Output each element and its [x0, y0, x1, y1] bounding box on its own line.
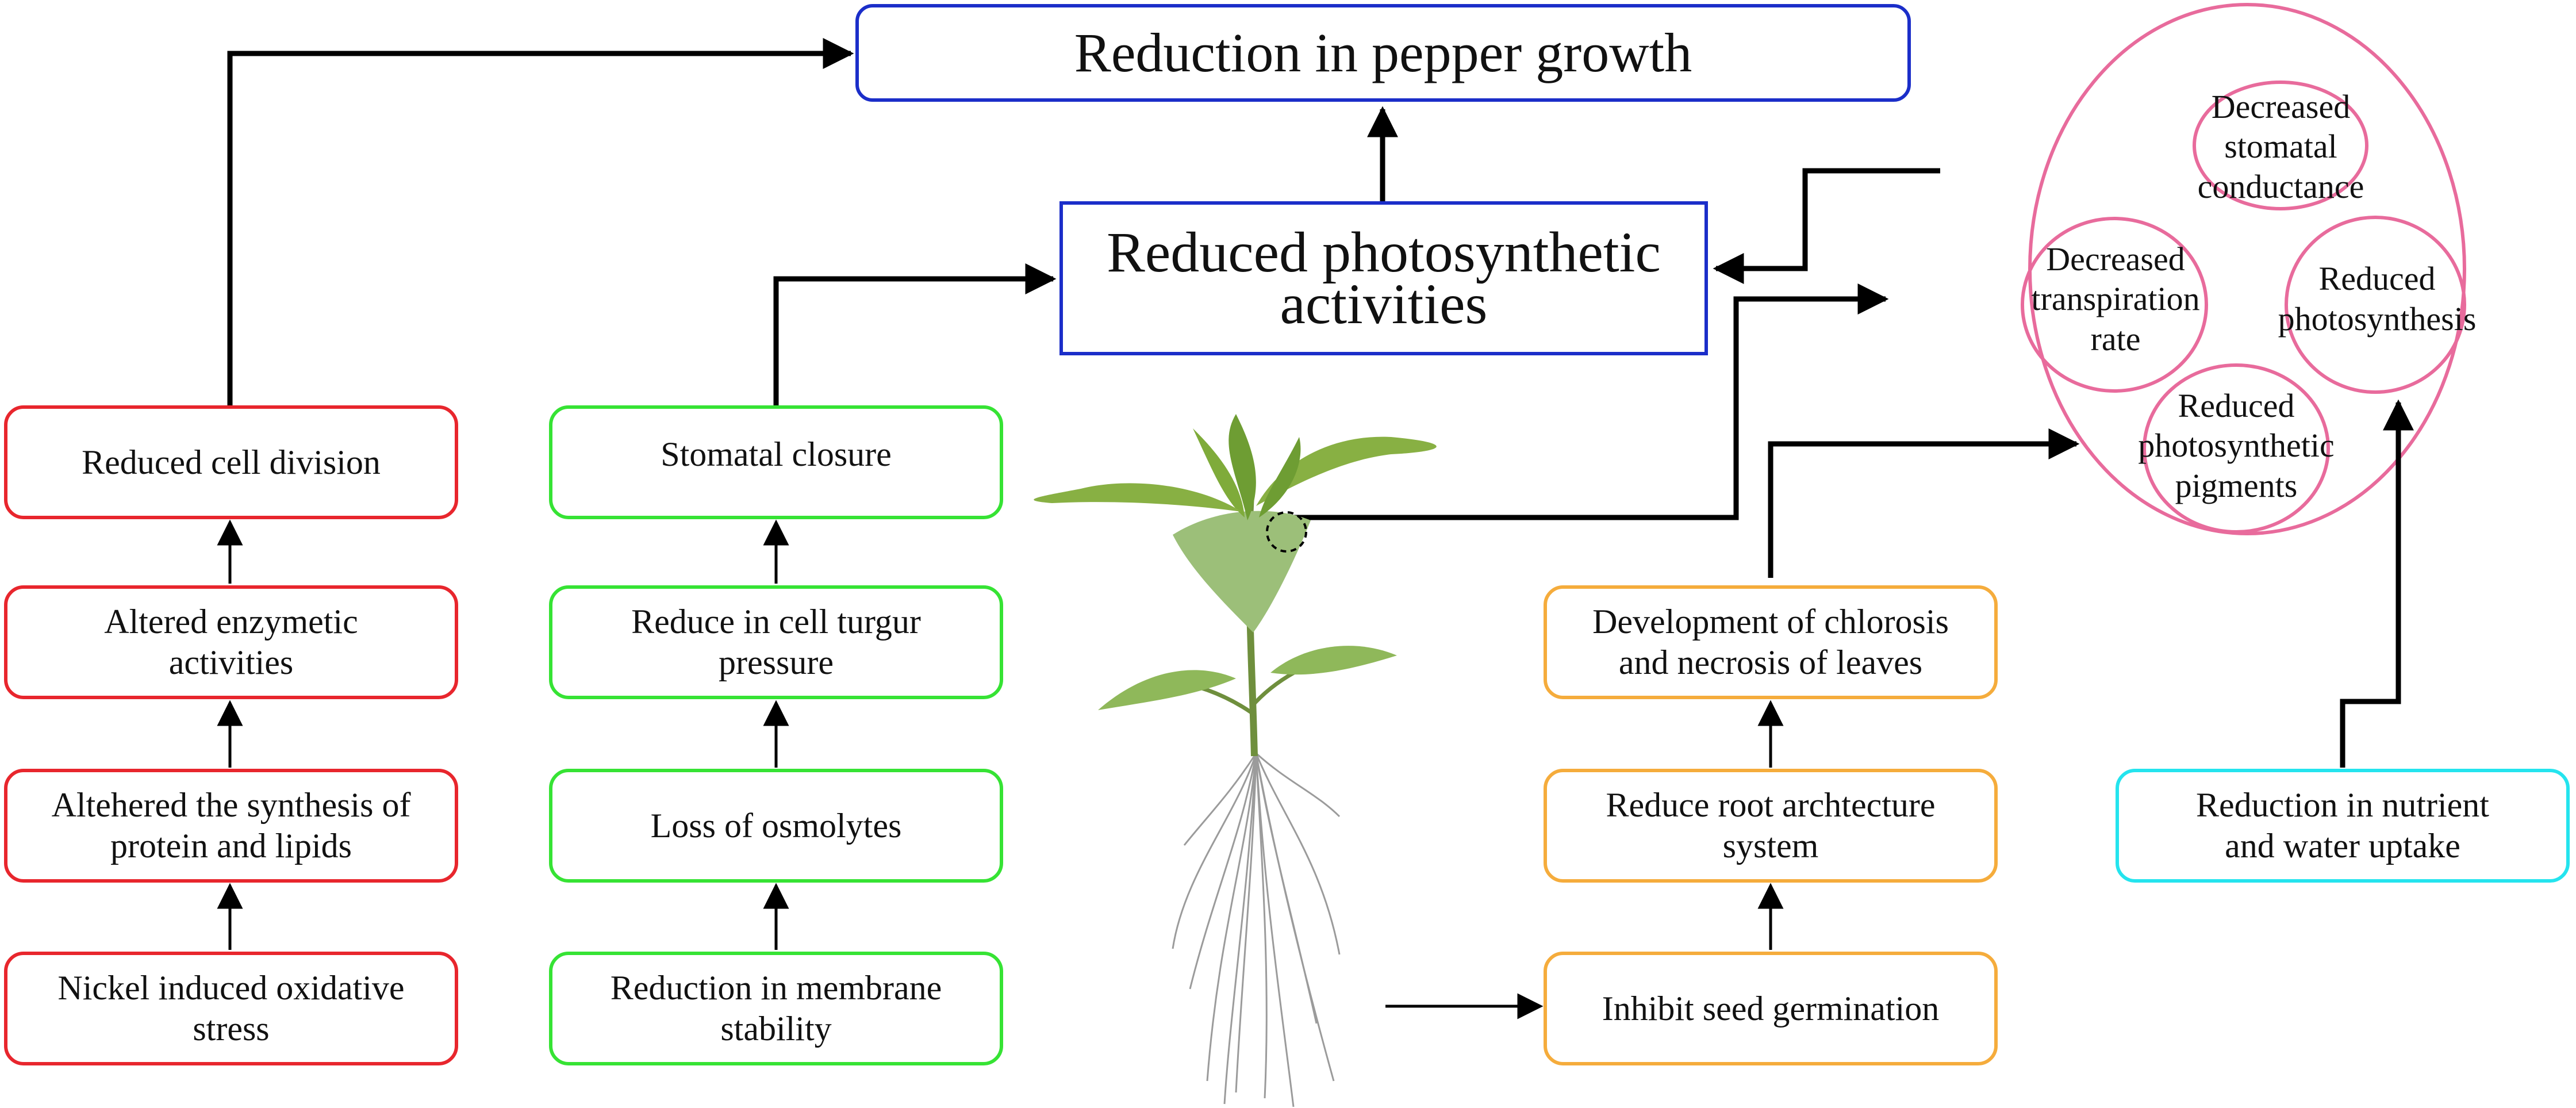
red-box-synthesis: Altehered the synthesis of protein and l… [4, 769, 458, 883]
oval-pigments-label: Reduced photosynthetic pigments [2138, 386, 2335, 504]
pepper-plant-icon [1034, 414, 1437, 1107]
orange-box-root-architecture: Reduce root archtecture system [1544, 769, 1998, 883]
oval-transpiration-label: Decreased transpiration rate [2031, 240, 2200, 358]
oval-stomatal [2193, 80, 2368, 210]
arrow-plant-to-ellipse [1293, 283, 1889, 520]
cyan-box-nutrient-uptake: Reduction in nutrient and water uptake [2116, 769, 2570, 883]
orange-box-seed-germination: Inhibit seed germination [1544, 952, 1998, 1065]
roots-icon [1172, 752, 1341, 1107]
arrow-stomatal-closure-to-photo [773, 263, 1057, 405]
red-box-oxidative-stress: Nickel induced oxidative stress [4, 952, 458, 1065]
green-box-osmolytes: Loss of osmolytes [549, 769, 1003, 883]
arrow-ellipse-to-photo [1713, 168, 1940, 284]
photosynthetic-activities-box: Reduced photosynthetic activities [1059, 201, 1708, 355]
oval-photosynthesis [2285, 216, 2466, 394]
oval-photosynthesis-label: Reduced photosynthesis [2278, 260, 2477, 338]
photosynthesis-effects-cluster [2021, 3, 2466, 535]
red-box-cell-division: Reduced cell division [4, 405, 458, 519]
oval-stomatal-label: Decreased stomatal conductance [2197, 87, 2364, 205]
orange-box-chlorosis: Development of chlorosis and necrosis of… [1544, 585, 1998, 699]
oval-pigments [2143, 363, 2330, 534]
pepper-growth-box: Reduction in pepper growth [855, 4, 1911, 102]
arrow-nutrient-to-photosynthesis [2340, 399, 2414, 768]
arrow-chlorosis-to-pigments [1768, 428, 2080, 578]
green-box-membrane: Reduction in membrane stability [549, 952, 1003, 1065]
red-box-enzymatic: Altered enzymetic activities [4, 585, 458, 699]
arrow-cell-division-to-growth [227, 38, 854, 405]
green-box-turgor: Reduce in cell turgur pressure [549, 585, 1003, 699]
green-box-stomatal-closure: Stomatal closure [549, 405, 1003, 519]
oval-transpiration [2021, 217, 2208, 393]
